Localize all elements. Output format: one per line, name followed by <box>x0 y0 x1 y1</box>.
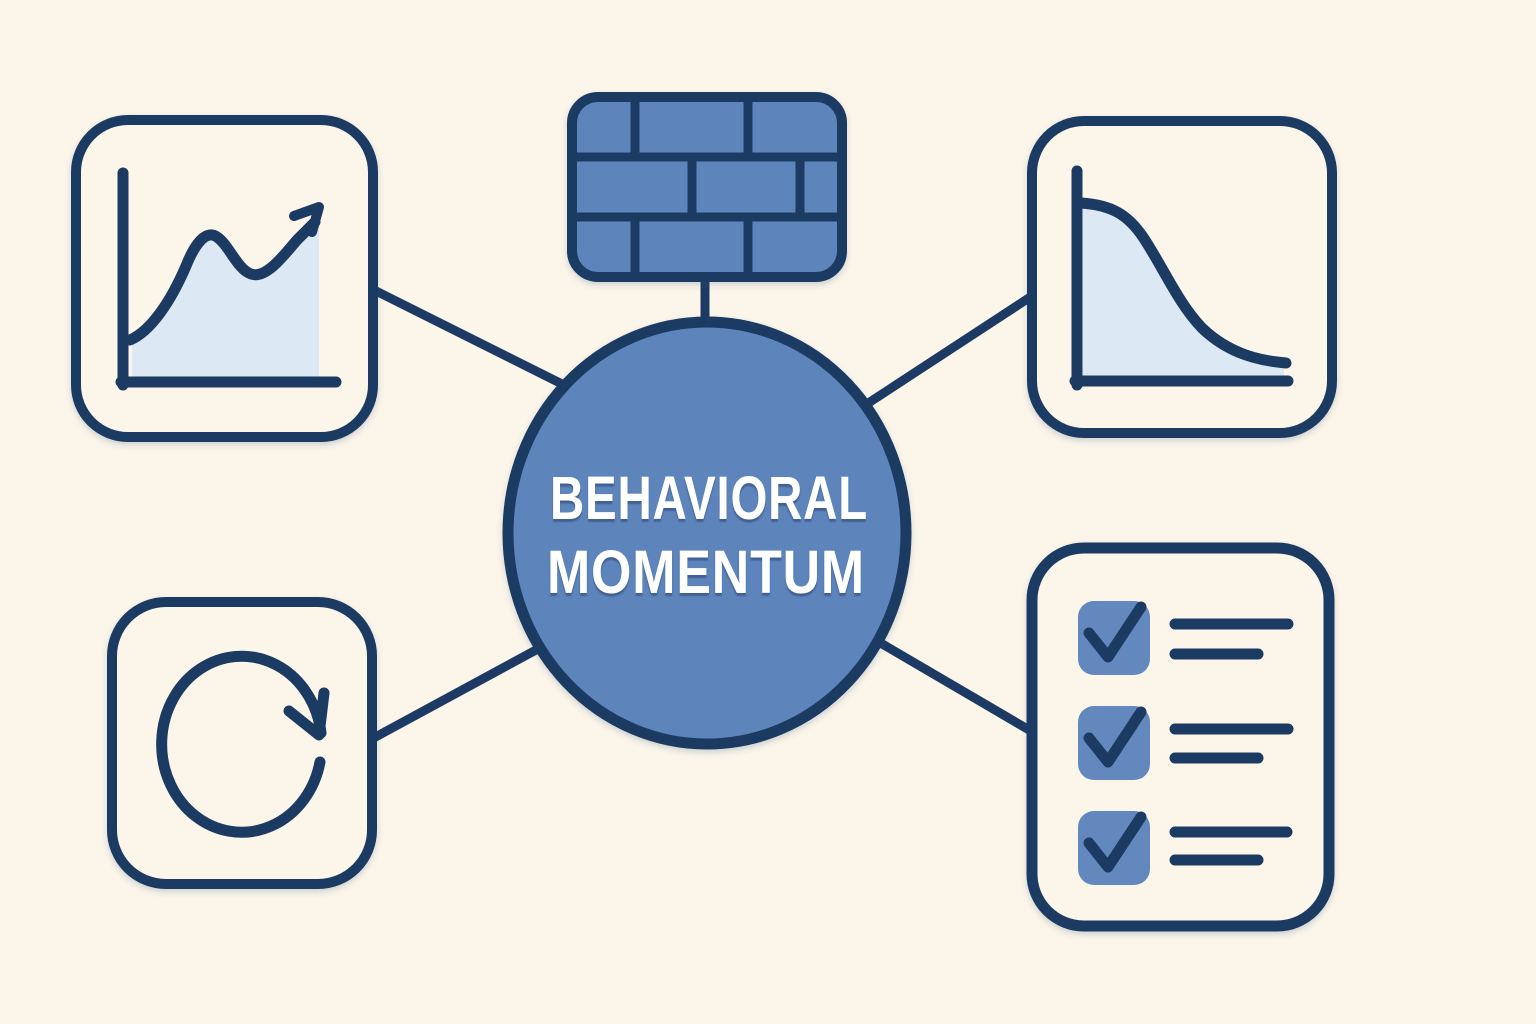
node-decay-chart <box>1027 116 1337 438</box>
checklist-item-3 <box>1078 811 1293 885</box>
node-repeat-cycle <box>107 597 377 889</box>
item-3-text-lines <box>1169 826 1293 866</box>
cycle-arc <box>156 650 327 838</box>
brick-mortar-lines <box>567 97 847 277</box>
repeat-cycle-icon <box>156 650 330 838</box>
central-circle <box>502 316 912 750</box>
checkmark-3-icon <box>1083 811 1147 873</box>
decay-curve <box>1075 197 1292 369</box>
trend-arrowhead <box>289 202 324 237</box>
connector-bottom-right <box>850 623 1041 739</box>
cycle-arrowhead <box>283 687 330 741</box>
checklist-icon <box>1078 601 1294 885</box>
brick-wall-icon <box>567 92 847 282</box>
checklist-frame <box>1026 542 1335 932</box>
central-label-line2: MOMENTUM <box>547 538 865 606</box>
node-brick-wall <box>567 92 847 282</box>
checklist-item-2 <box>1078 706 1294 780</box>
central-label-line1: BEHAVIORAL <box>550 464 868 532</box>
node-trend-chart <box>71 115 378 442</box>
connector-top-right <box>845 287 1043 420</box>
repeat-cycle-frame <box>107 597 377 889</box>
trend-curve <box>124 216 321 346</box>
central-topic: BEHAVIORAL MOMENTUM <box>502 316 912 750</box>
checkmark-1-icon <box>1083 601 1147 663</box>
item-1-text-lines <box>1169 618 1294 660</box>
item-2-text-lines <box>1169 723 1294 764</box>
checkmark-2-icon <box>1083 706 1147 768</box>
decay-area-fill <box>1083 206 1284 377</box>
trend-up-chart-icon <box>115 167 342 391</box>
decay-curve-chart-icon <box>1069 165 1294 391</box>
checklist-item-1 <box>1078 601 1294 675</box>
trend-area-fill <box>132 218 319 378</box>
node-checklist <box>1026 542 1335 932</box>
